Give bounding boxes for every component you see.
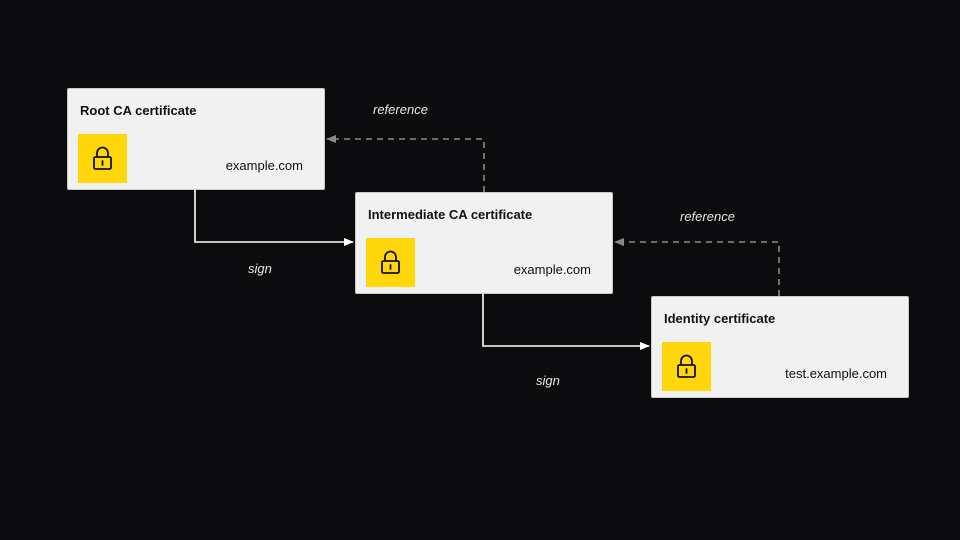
sign-label: sign [248,261,272,276]
certificate-domain: test.example.com [785,366,887,381]
card-title: Intermediate CA certificate [368,207,533,222]
lock-icon [366,238,415,287]
identity-certificate-card: Identity certificate test.example.com [651,296,909,398]
lock-icon [78,134,127,183]
sign-arrow-root-to-intermediate [194,190,354,246]
reference-arrow-identity-to-intermediate [614,238,780,296]
card-title: Identity certificate [664,311,776,326]
reference-label: reference [680,209,735,224]
certificate-domain: example.com [225,158,303,173]
reference-arrow-intermediate-to-root [326,135,485,192]
certificate-domain: example.com [513,262,591,277]
lock-icon [662,342,711,391]
sign-arrow-intermediate-to-identity [482,294,650,350]
card-title: Root CA certificate [80,103,197,118]
intermediate-ca-certificate-card: Intermediate CA certificate example.com [355,192,613,294]
sign-label: sign [536,373,560,388]
root-ca-certificate-card: Root CA certificate example.com [67,88,325,190]
reference-label: reference [373,102,428,117]
